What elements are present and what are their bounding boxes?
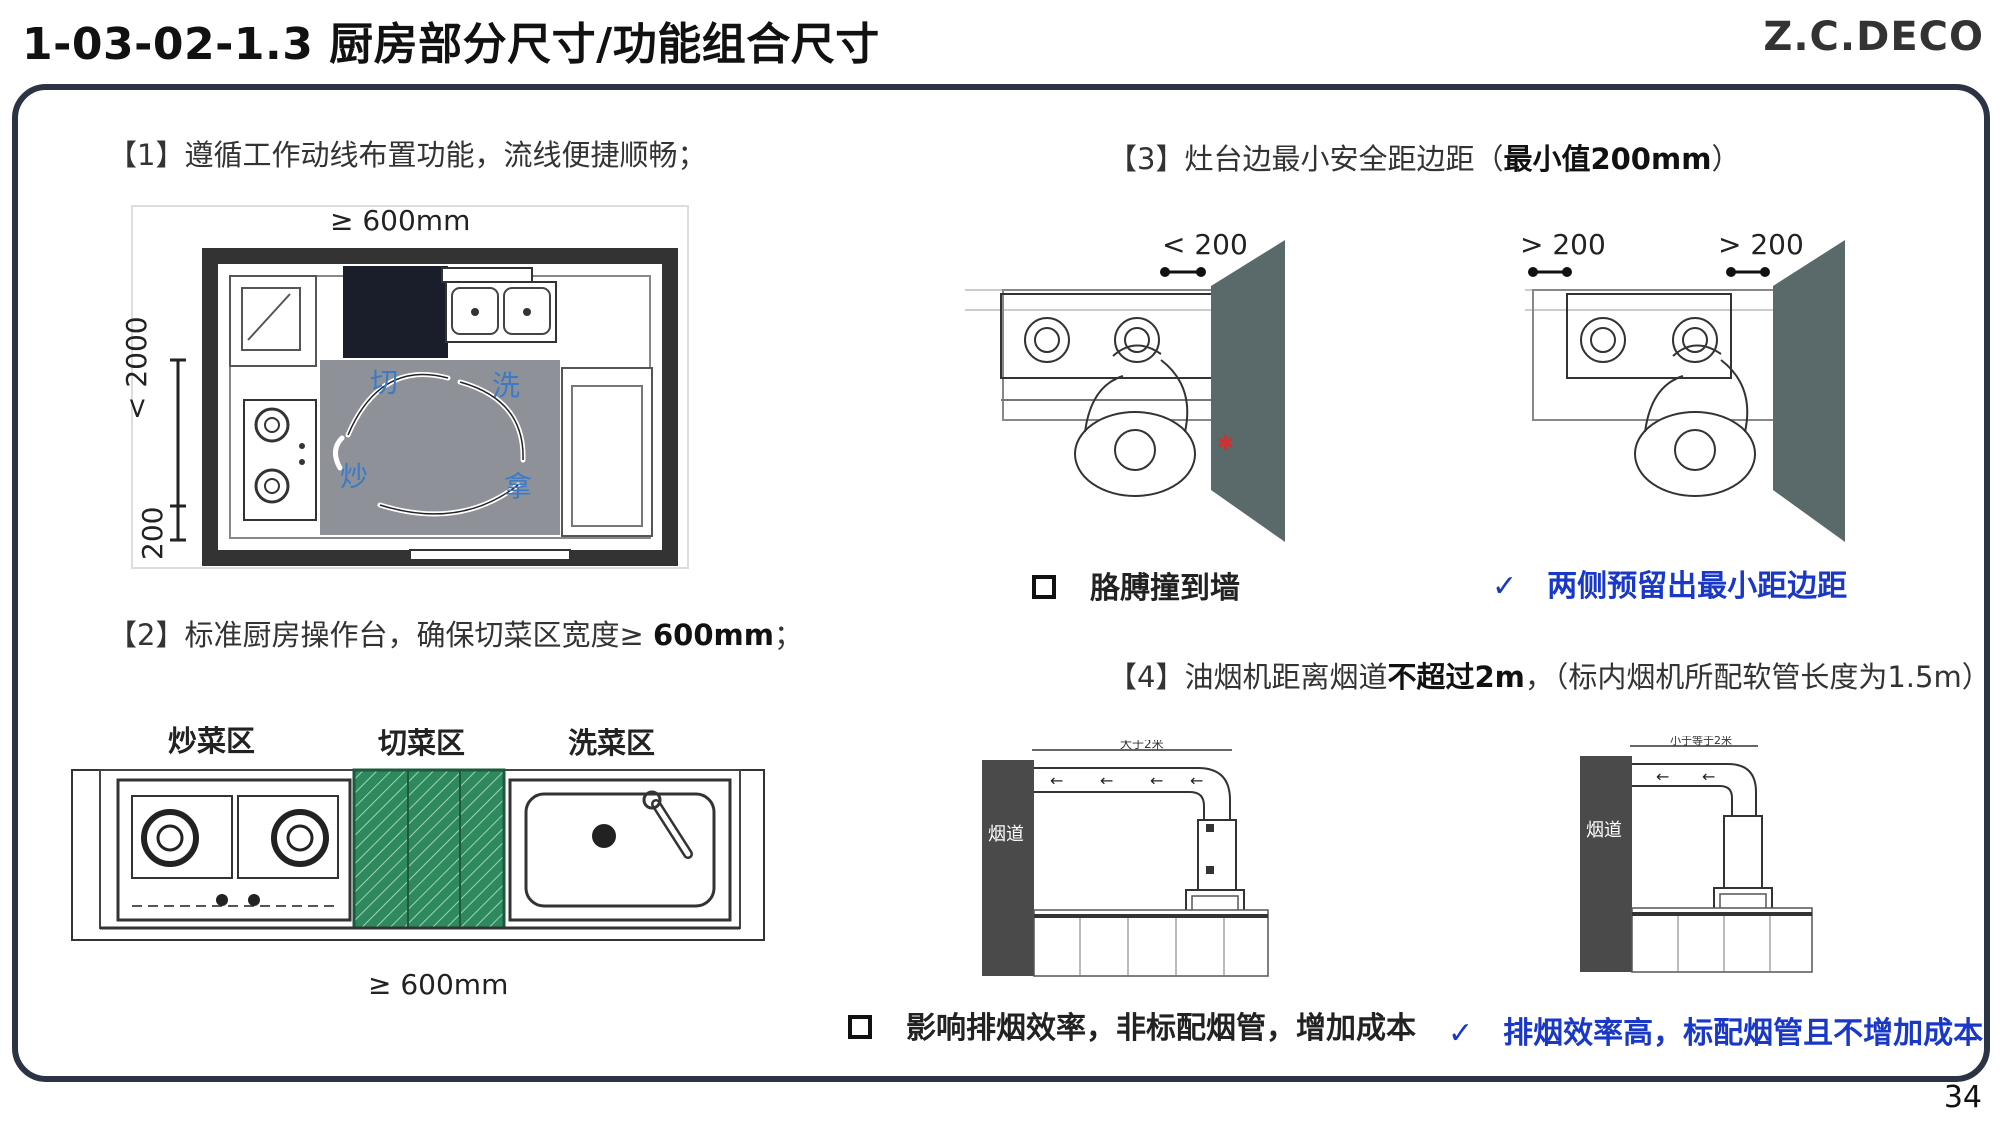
hood-distance-bad-diagram: 大于2米 烟道 ← ← ← ← <box>982 740 1269 977</box>
flue-label-left: 烟道 <box>988 824 1024 845</box>
dim-top-600: ≥ 600mm <box>330 204 471 237</box>
bad-caption-elbow: 胳膊撞到墙 <box>1032 563 1240 607</box>
cross-mark-icon <box>848 1014 872 1039</box>
section2-heading: 【2】标准厨房操作台，确保切菜区宽度≥ 600mm； <box>108 618 803 652</box>
section3-heading: 【3】灶台边最小安全距边距（最小值200mm） <box>1108 142 1741 176</box>
svg-text:←: ← <box>1190 771 1203 790</box>
dim-bottom-600: ≥ 600mm <box>368 968 509 1001</box>
good-caption-margin: ✓两侧预留出最小距边距 <box>1492 569 1848 604</box>
dim-right-more-200-a: > 200 <box>1520 228 1606 261</box>
flow-label-cut: 切 <box>370 366 398 399</box>
bad-caption-hood: 影响排烟效率，非标配烟管，增加成本 <box>848 1003 1416 1047</box>
flow-label-fry: 炒 <box>340 460 368 493</box>
flow-label-wash: 洗 <box>492 369 520 402</box>
dim-side-2000: < 2000 <box>120 316 153 420</box>
dim-right-more-200-b: > 200 <box>1718 228 1804 261</box>
check-mark-icon: ✓ <box>1492 569 1518 604</box>
kitchen-plan-diagram: 切 洗 拿 炒 <box>131 205 689 569</box>
section1-heading: 【1】遵循工作动线布置功能，流线便捷顺畅； <box>108 138 707 172</box>
good-caption-hood: ✓排烟效率高，标配烟管且不增加成本 <box>1448 1016 1984 1051</box>
stove-edge-bad-diagram: ✱ <box>965 240 1285 542</box>
note-over-2m: 大于2米 <box>1120 740 1164 751</box>
flue-label-right: 烟道 <box>1586 820 1622 841</box>
section4-heading: 【4】油烟机距离烟道不超过2m，（标内烟机所配软管长度为1.5m） <box>1108 660 1991 694</box>
content-frame <box>12 84 1990 1082</box>
dim-side-200: 200 <box>136 506 169 560</box>
svg-text:←: ← <box>1656 767 1669 786</box>
zone-label-fry: 炒菜区 <box>168 724 256 758</box>
counter-elevation-diagram <box>71 768 765 941</box>
page-title: 1-03-02-1.3 厨房部分尺寸/功能组合尺寸 <box>22 19 880 70</box>
svg-text:←: ← <box>1702 767 1715 786</box>
page-number: 34 <box>1943 1080 1982 1115</box>
svg-text:✱: ✱ <box>1217 431 1234 455</box>
hood-distance-good-diagram: 小于等于2米 烟道 ← ← <box>1580 736 1813 973</box>
svg-text:←: ← <box>1150 771 1163 790</box>
check-mark-icon: ✓ <box>1448 1016 1474 1051</box>
brand-logo: Z.C.DECO <box>1763 14 1984 60</box>
flow-label-take: 拿 <box>504 470 532 503</box>
zone-label-cut: 切菜区 <box>378 726 466 760</box>
svg-text:←: ← <box>1100 771 1113 790</box>
dim-left-less-200: < 200 <box>1162 228 1248 261</box>
stove-edge-good-diagram <box>1525 240 1845 542</box>
zone-label-wash: 洗菜区 <box>568 726 656 760</box>
svg-text:←: ← <box>1050 771 1063 790</box>
cross-mark-icon <box>1032 574 1056 599</box>
note-within-2m: 小于等于2米 <box>1670 736 1732 747</box>
